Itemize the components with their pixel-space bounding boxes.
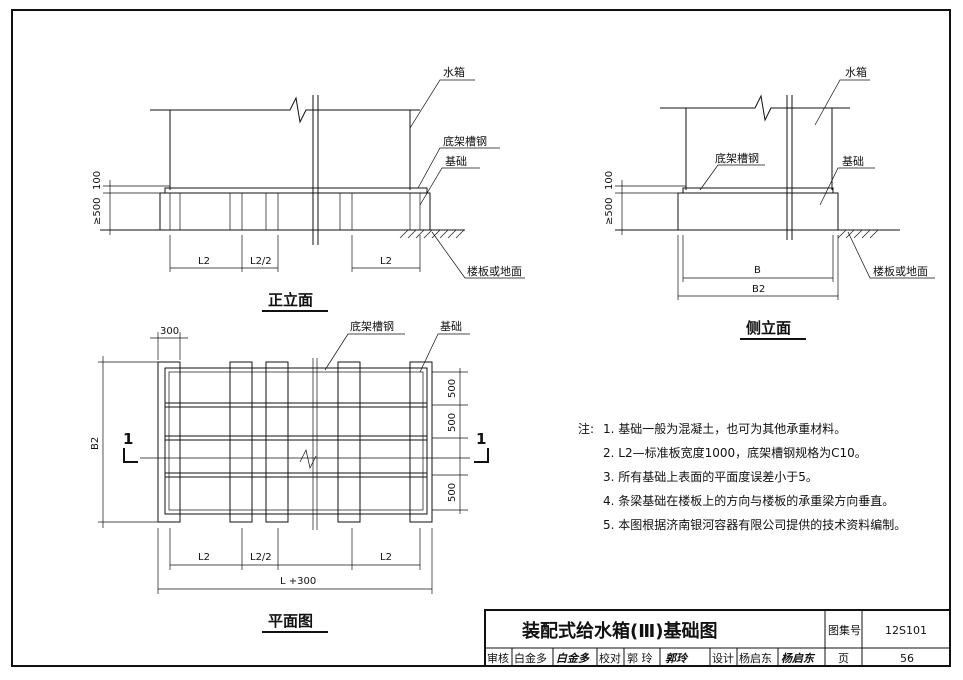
atlas-label: 图集号 <box>828 623 861 637</box>
designer-name: 杨启东 <box>739 651 772 665</box>
side-label-tank: 水箱 <box>845 65 867 79</box>
reviewer-name: 白金多 <box>514 651 547 665</box>
page-number: 56 <box>900 652 914 665</box>
review-label: 审核 <box>487 651 509 665</box>
plan-dim-l2-b: L2 <box>380 552 392 563</box>
front-dim-l2-a: L2 <box>198 256 210 267</box>
checker-name: 郭 玲 <box>627 652 653 665</box>
front-label-channel: 底架槽钢 <box>443 134 487 148</box>
note-5: 5. 本图根据济南银河容器有限公司提供的技术资料编制。 <box>603 517 906 532</box>
front-dim-500: ≥500 <box>92 198 103 225</box>
section-mark-left: 1 <box>123 430 133 448</box>
note-1: 1. 基础一般为混凝土，也可为其他承重材料。 <box>603 421 846 436</box>
plan-dim-500-b: 500 <box>447 413 458 432</box>
notes: 注: 1. 基础一般为混凝土，也可为其他承重材料。 2. L2—标准板宽度100… <box>578 421 906 532</box>
plan-dim-l2-a: L2 <box>198 552 210 563</box>
note-2: 2. L2—标准板宽度1000，底架槽钢规格为C10。 <box>603 445 867 460</box>
side-label-floor: 楼板或地面 <box>873 264 928 278</box>
side-dim-b: B <box>754 265 761 276</box>
plan-view-title: 平面图 <box>268 612 313 630</box>
page-label: 页 <box>838 652 849 665</box>
plan-dim-b2: B2 <box>90 437 101 450</box>
plan-dim-300: 300 <box>160 326 179 337</box>
side-label-channel: 底架槽钢 <box>715 151 759 165</box>
front-label-foundation: 基础 <box>445 155 467 168</box>
title-block: 装配式给水箱(Ⅲ)基础图 图集号 12S101 页 56 审核 白金多 白金多 … <box>484 609 951 667</box>
side-label-foundation: 基础 <box>842 155 864 168</box>
plan-dim-l2-half: L2/2 <box>250 552 272 563</box>
section-mark-right: 1 <box>476 430 486 448</box>
front-dim-l2-b: L2 <box>380 256 392 267</box>
side-elevation: 100 ≥500 B B2 水箱 底架槽钢 基础 楼板或地面 侧立面 <box>604 65 935 340</box>
plan-label-foundation: 基础 <box>440 320 462 333</box>
note-4: 4. 条梁基础在楼板上的方向与楼板的承重梁方向垂直。 <box>603 493 894 508</box>
plan-dim-500-a: 500 <box>447 379 458 398</box>
front-elevation: 100 ≥500 L2 L2/2 L2 水箱 底架槽钢 基础 楼板或地面 正立面 <box>92 65 525 312</box>
sheet-border <box>11 9 951 667</box>
plan-view: 1 1 300 B2 500 500 500 L2 L2/2 L2 <box>90 319 489 633</box>
atlas-number: 12S101 <box>885 624 927 637</box>
side-dim-100: 100 <box>604 171 615 190</box>
plan-label-channel: 底架槽钢 <box>350 319 394 333</box>
note-3: 3. 所有基础上表面的平面度误差小于5。 <box>603 469 818 484</box>
front-dim-100: 100 <box>92 171 103 190</box>
checker-signature: 郭玲 <box>665 652 689 665</box>
drawing-title: 装配式给水箱(Ⅲ)基础图 <box>522 620 717 642</box>
design-label: 设计 <box>712 652 734 665</box>
front-view-title: 正立面 <box>268 291 313 309</box>
side-dim-500: ≥500 <box>604 198 615 225</box>
notes-prefix: 注: <box>578 421 594 436</box>
designer-signature: 杨启东 <box>781 652 816 665</box>
front-label-tank: 水箱 <box>443 65 465 79</box>
front-dim-l2-half: L2/2 <box>250 256 272 267</box>
plan-dim-l300: L +300 <box>280 576 316 587</box>
reviewer-signature: 白金多 <box>556 652 590 665</box>
side-dim-b2: B2 <box>752 284 765 295</box>
side-view-title: 侧立面 <box>746 319 791 337</box>
front-label-floor: 楼板或地面 <box>467 264 522 278</box>
plan-dim-500-c: 500 <box>447 483 458 502</box>
check-label: 校对 <box>599 651 621 665</box>
